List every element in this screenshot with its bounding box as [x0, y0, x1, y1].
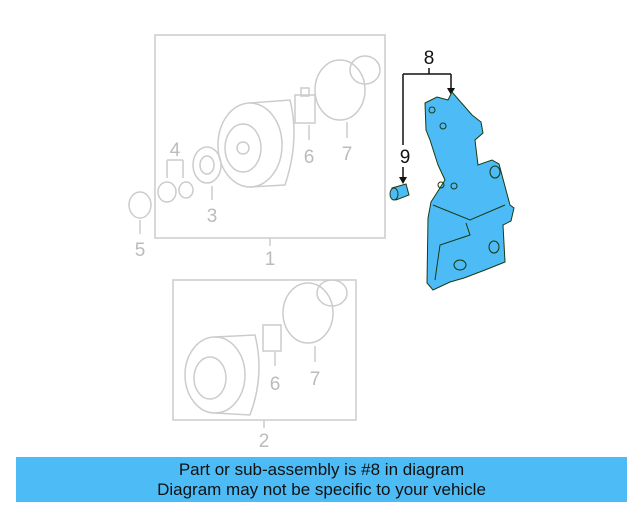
pulley-part	[192, 146, 222, 184]
callout-8[interactable]: 8	[424, 48, 435, 69]
callout-2[interactable]: 2	[259, 431, 270, 452]
bracket-part-8	[424, 91, 515, 291]
callout-1[interactable]: 1	[265, 249, 276, 270]
ring-part	[128, 191, 152, 219]
cover-part-2	[282, 279, 348, 344]
alternator-part-2	[184, 334, 260, 416]
disclaimer-banner: Part or sub-assembly is #8 in diagram Di…	[16, 457, 627, 502]
washer-part	[157, 181, 194, 203]
cover-part	[314, 55, 381, 121]
banner-line-2: Diagram may not be specific to your vehi…	[157, 480, 486, 499]
callout-9[interactable]: 9	[400, 147, 411, 168]
regulator-part	[294, 87, 316, 124]
callout-6b[interactable]: 6	[270, 374, 281, 395]
callout-3[interactable]: 3	[207, 206, 218, 227]
assembly-box-2	[172, 279, 357, 421]
callout-4[interactable]: 4	[170, 140, 181, 161]
callout-7b[interactable]: 7	[310, 369, 321, 390]
callout-6a[interactable]: 6	[304, 147, 315, 168]
callout-7a[interactable]: 7	[342, 144, 353, 165]
banner-line-1: Part or sub-assembly is #8 in diagram	[178, 460, 465, 479]
callout-5[interactable]: 5	[135, 240, 146, 261]
bushing-part-9	[389, 183, 410, 201]
alternator-part	[217, 99, 295, 188]
regulator-part-2	[262, 324, 282, 352]
